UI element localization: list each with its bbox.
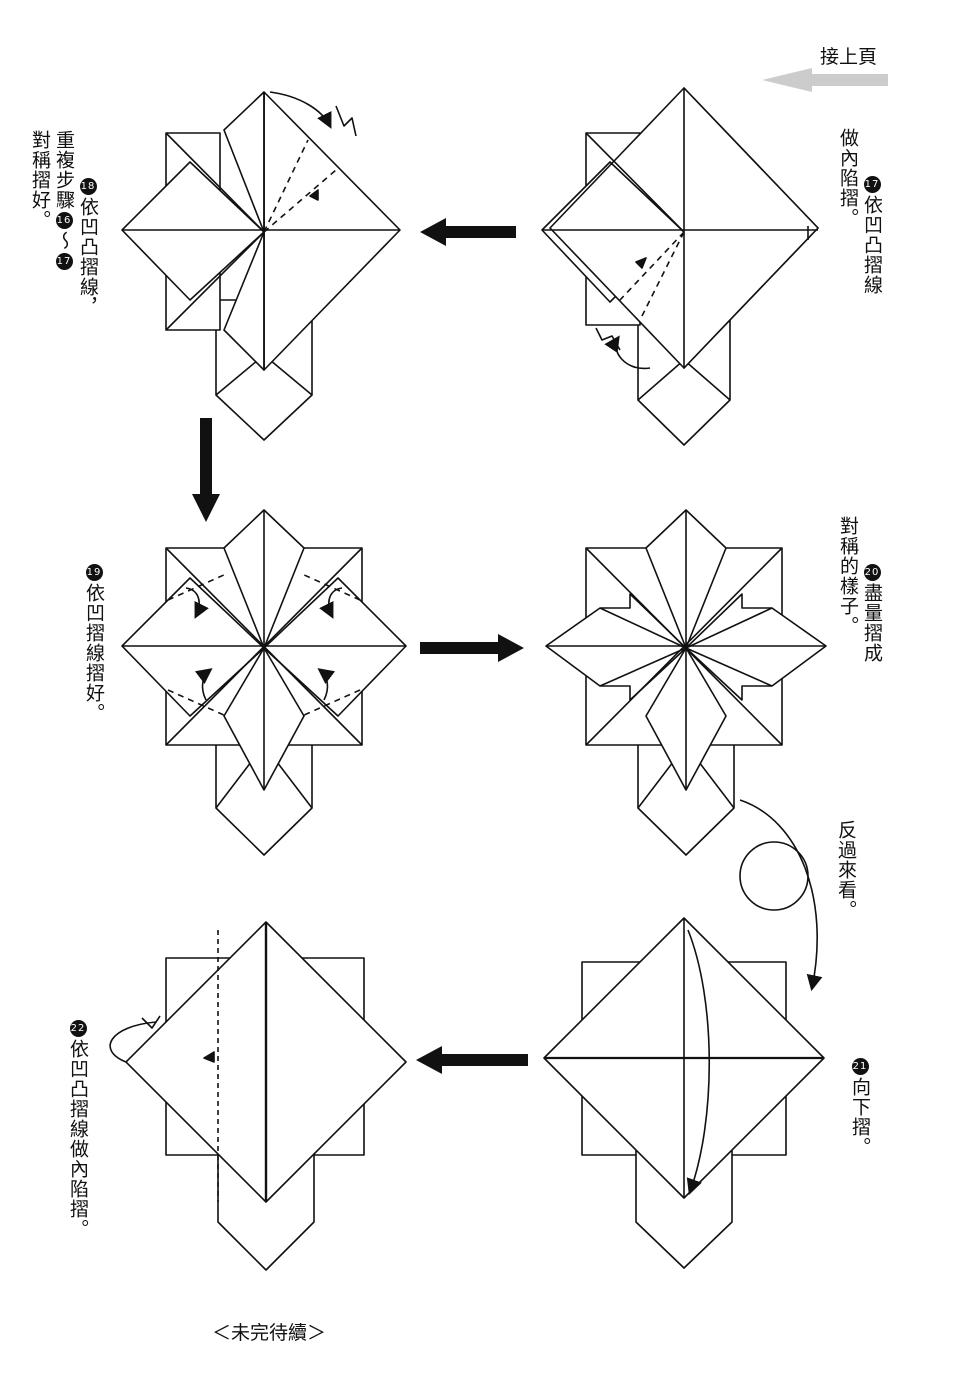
step-20-line-1: 盡量摺成 — [861, 583, 883, 663]
step-20-text: 20 盡量摺成對稱的樣子。 — [836, 516, 908, 663]
step-18-text: 18 依凹凸摺線，重複步驟 16 ～ 17 對稱摺好。 — [28, 130, 124, 317]
step-19-figure — [121, 509, 407, 856]
step-arrows — [192, 218, 528, 1074]
step-20-figure — [545, 509, 827, 856]
step-17-line-1: 依凹凸摺線 — [861, 195, 883, 295]
step-19-number: 19 — [85, 564, 103, 581]
step-22-text: 22 依凹凸摺線做內陷摺。 — [66, 972, 114, 1239]
step-17-figure — [541, 87, 819, 446]
step-17-number: 17 — [863, 176, 881, 193]
flip-indicator — [739, 799, 823, 992]
step-22-figure — [109, 921, 407, 1271]
arrow-19-to-20 — [420, 634, 524, 662]
step-22-line-1: 依凹凸摺線做內陷摺。 — [67, 1039, 89, 1239]
step-21-line-1: 向下摺。 — [849, 1077, 871, 1157]
continued-label: 接上頁 — [820, 46, 878, 68]
step-18-line-1: 依凹凸摺線， — [77, 197, 99, 317]
step-ref-16: 16 — [55, 212, 73, 229]
step-18-figure — [121, 91, 401, 441]
step-18-line-3: 對稱摺好。 — [29, 130, 51, 230]
step-19-line-1: 依凹摺線摺好。 — [83, 583, 105, 723]
step-21-text: 21 向下摺。 — [848, 1010, 896, 1157]
arrow-18-to-19 — [192, 418, 220, 522]
step-17-text: 17 依凹凸摺線做內陷摺。 — [836, 128, 908, 295]
step-20-number: 20 — [863, 564, 881, 581]
step-20-line-2: 對稱的樣子。 — [837, 516, 859, 636]
step-21-number: 21 — [851, 1058, 869, 1075]
arrow-21-to-22 — [416, 1046, 528, 1074]
step-22-number: 22 — [69, 1020, 87, 1037]
step-18-line-2: 重複步驟 — [53, 130, 75, 210]
arrow-17-to-18 — [420, 218, 516, 246]
continue-arrow — [762, 68, 888, 92]
step-17-line-2: 做內陷摺。 — [837, 128, 859, 228]
to-be-continued: ＜未完待續＞ — [212, 1322, 327, 1344]
step-ref-sep: ～ — [53, 231, 75, 251]
step-18-number: 18 — [79, 178, 97, 195]
step-19-text: 19 依凹摺線摺好。 — [82, 516, 130, 723]
flip-label: 反過來看。 — [835, 820, 857, 920]
step-21-figure — [543, 917, 825, 1269]
step-ref-17: 17 — [55, 253, 73, 270]
